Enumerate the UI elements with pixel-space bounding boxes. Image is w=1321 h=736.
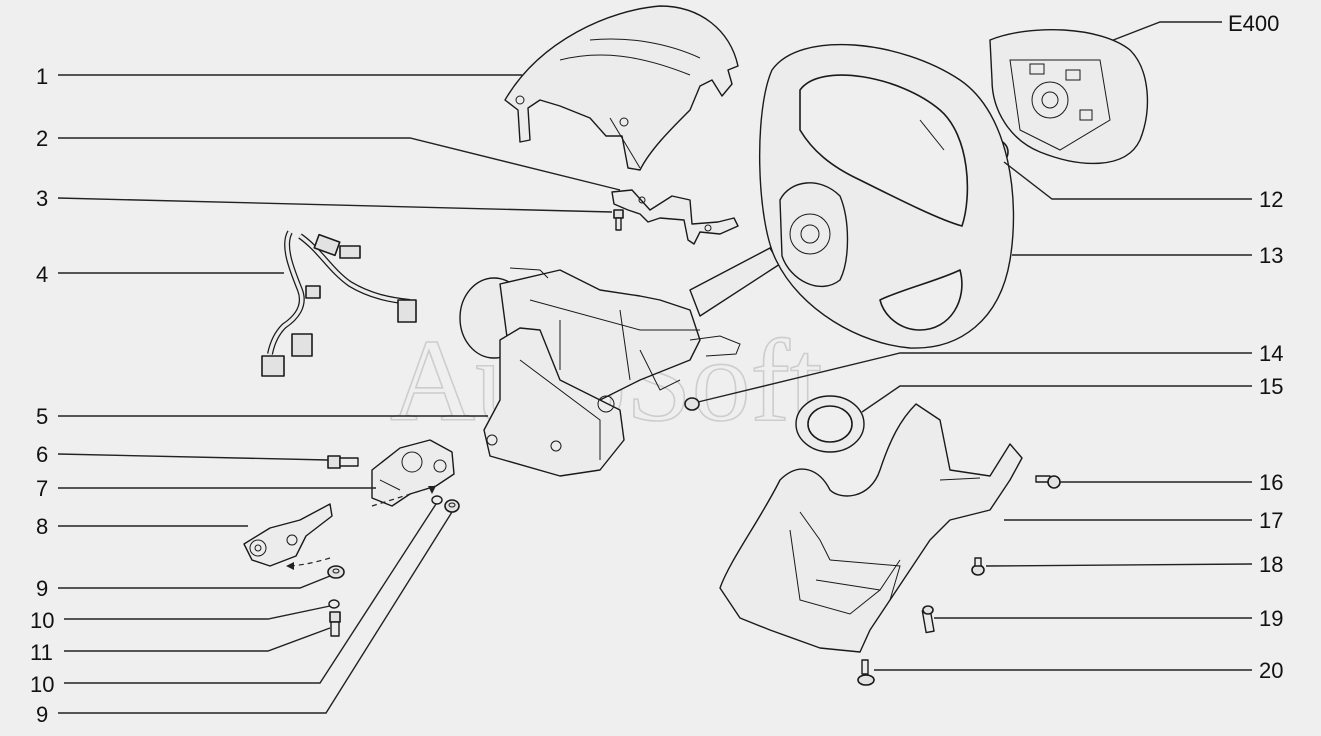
callout-11: 11 xyxy=(30,627,331,665)
svg-text:7: 7 xyxy=(36,476,48,501)
lower-shroud-part xyxy=(719,403,1023,653)
svg-text:6: 6 xyxy=(36,442,48,467)
callout-14: 14 xyxy=(697,341,1283,403)
svg-text:5: 5 xyxy=(36,404,48,429)
svg-text:15: 15 xyxy=(1259,374,1283,399)
callout-15: 15 xyxy=(861,374,1283,413)
callout-8: 8 xyxy=(36,514,248,539)
airbag-module-part xyxy=(989,29,1149,165)
callout-6: 6 xyxy=(36,442,329,467)
bracket-part xyxy=(611,189,739,245)
callout-2: 2 xyxy=(36,126,621,191)
callout-9-upper: 9 xyxy=(36,511,453,727)
bolt-part xyxy=(329,611,341,637)
washer-upper-part xyxy=(431,495,443,505)
callout-1: 1 xyxy=(36,64,522,89)
svg-text:12: 12 xyxy=(1259,187,1283,212)
callout-10-upper: 10 xyxy=(30,503,437,697)
clip-18-part xyxy=(971,557,985,576)
callout-16: 16 xyxy=(1060,470,1283,495)
svg-text:1: 1 xyxy=(36,64,48,89)
svg-text:10: 10 xyxy=(30,672,54,697)
svg-text:13: 13 xyxy=(1259,243,1283,268)
callout-18: 18 xyxy=(985,552,1283,577)
svg-text:17: 17 xyxy=(1259,508,1283,533)
clock-spring-ring-part xyxy=(795,395,865,453)
svg-text:11: 11 xyxy=(30,640,53,665)
svg-text:9: 9 xyxy=(36,702,48,727)
svg-text:20: 20 xyxy=(1259,658,1283,683)
small-bolt-part xyxy=(613,209,624,231)
svg-text:16: 16 xyxy=(1259,470,1283,495)
svg-text:14: 14 xyxy=(1259,341,1283,366)
arrow-head-icon xyxy=(428,486,436,494)
callout-20: 20 xyxy=(874,658,1283,683)
svg-text:2: 2 xyxy=(36,126,48,151)
column-nut-part xyxy=(684,397,700,411)
callout-12: 12 xyxy=(1003,161,1283,212)
nut-upper-part xyxy=(444,499,460,513)
assembly-direction-arrow xyxy=(371,485,437,507)
svg-text:4: 4 xyxy=(36,262,48,287)
callout-7: 7 xyxy=(36,476,376,501)
screw-20-part xyxy=(857,659,875,686)
universal-joint-upper-part xyxy=(371,439,455,507)
diagram-id: E400 xyxy=(1228,11,1279,36)
svg-text:8: 8 xyxy=(36,514,48,539)
callout-3: 3 xyxy=(36,186,613,213)
callout-9-lower: 9 xyxy=(36,575,331,601)
steering-wheel-part xyxy=(758,43,1015,349)
upper-shroud-part xyxy=(504,5,739,171)
washer-part xyxy=(328,599,340,609)
screw-16-part xyxy=(1035,475,1061,489)
callout-13: 13 xyxy=(1012,243,1283,268)
callout-10-lower: 10 xyxy=(30,605,331,633)
pinch-bolt-part xyxy=(327,455,359,469)
screw-19-part xyxy=(921,605,935,634)
leader-e400 xyxy=(1102,21,1222,45)
nut-part xyxy=(327,565,345,579)
svg-text:9: 9 xyxy=(36,576,48,601)
callout-4: 4 xyxy=(36,262,284,287)
callout-5: 5 xyxy=(36,404,488,429)
svg-text:3: 3 xyxy=(36,186,48,211)
assembly-direction-arrow-lower xyxy=(285,557,331,567)
svg-text:10: 10 xyxy=(30,608,54,633)
wiring-harness-part xyxy=(261,230,417,377)
svg-text:19: 19 xyxy=(1259,606,1283,631)
svg-text:18: 18 xyxy=(1259,552,1283,577)
universal-joint-lower-part xyxy=(243,503,333,567)
callout-17: 17 xyxy=(1004,508,1283,533)
arrow-head-icon xyxy=(286,562,294,570)
callout-19: 19 xyxy=(934,606,1283,631)
